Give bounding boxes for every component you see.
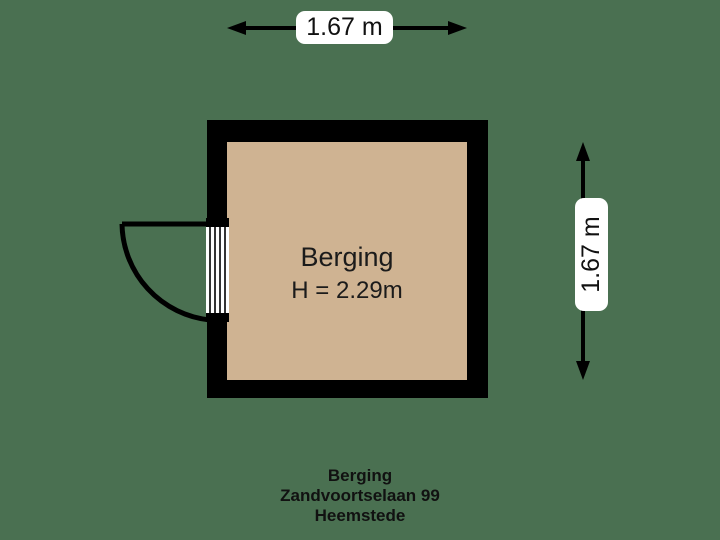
- door-jamb-top: [206, 218, 229, 227]
- arrow-left-icon: [227, 21, 246, 35]
- arrow-right-icon: [448, 21, 467, 35]
- caption-line-3: Heemstede: [314, 506, 406, 525]
- arrow-down-icon: [576, 361, 590, 380]
- caption-line-1: Berging: [327, 466, 393, 485]
- room-floor: [227, 142, 467, 380]
- door-frame: [206, 218, 229, 322]
- door-jamb-bottom: [206, 313, 229, 322]
- arrow-up-icon: [576, 142, 590, 161]
- door-swing-icon: [119, 221, 211, 323]
- door-opening: [206, 218, 229, 322]
- room-name-label: Berging: [300, 242, 394, 272]
- dimension-label-right: 1.67 m: [575, 198, 608, 311]
- dimension-label-top: 1.67 m: [296, 11, 393, 44]
- room-height-label: H = 2.29m: [291, 277, 403, 304]
- door-arc: [119, 223, 211, 323]
- caption-line-2: Zandvoortselaan 99: [280, 486, 440, 505]
- floorplan-caption: Berging Zandvoortselaan 99 Heemstede: [0, 466, 720, 526]
